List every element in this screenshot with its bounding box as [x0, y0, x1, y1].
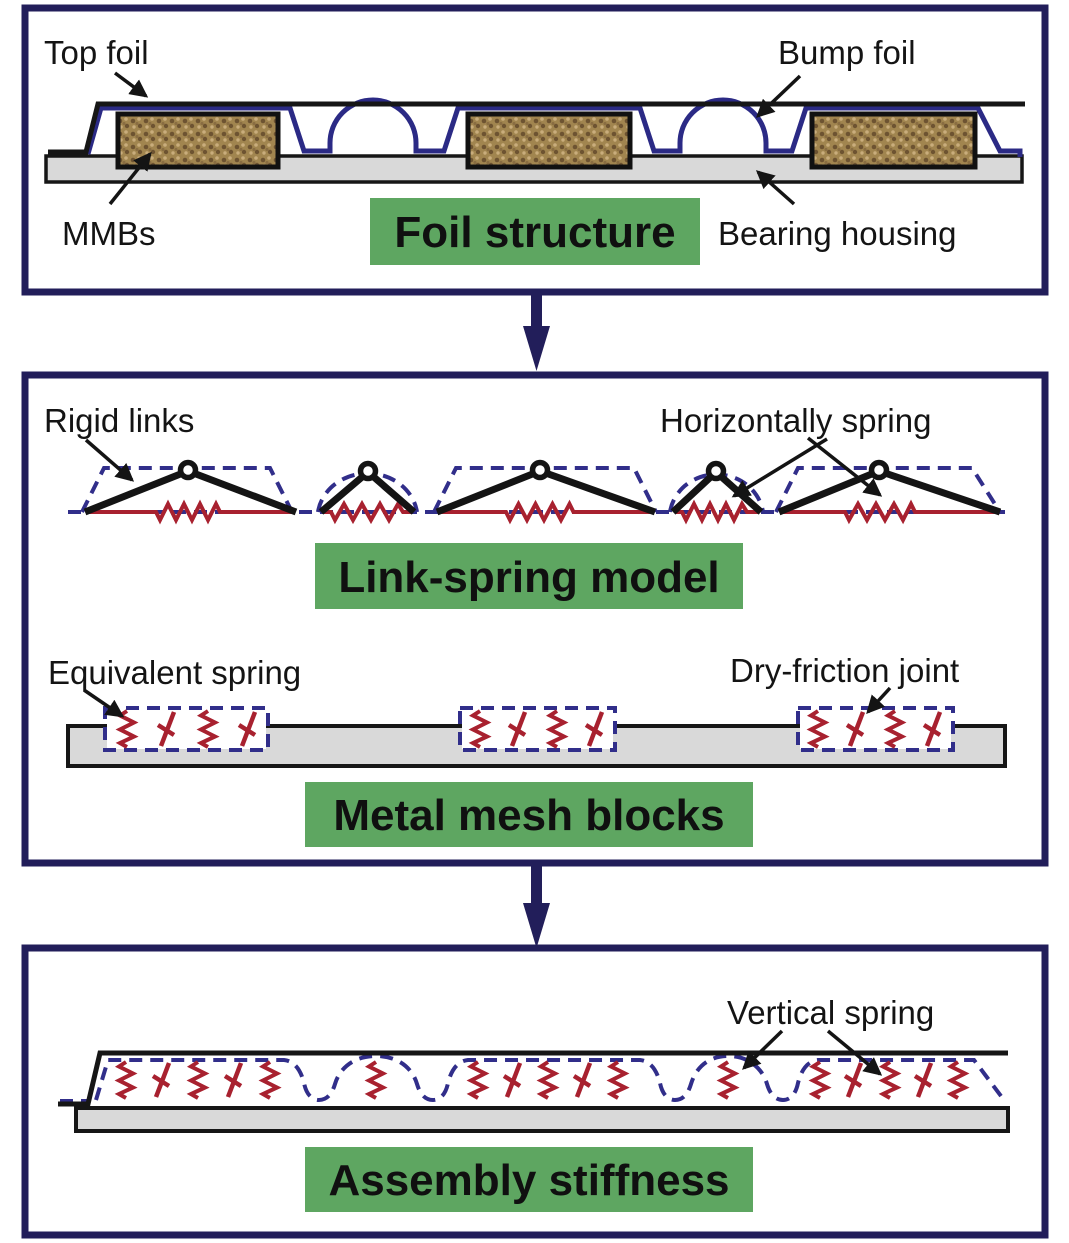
horizontal-spring	[675, 499, 759, 525]
horizontal-spring	[440, 499, 652, 525]
panel-link-spring-model	[21, 371, 1049, 867]
dry-friction-joint-label: Dry-friction joint	[730, 652, 959, 689]
vertical-spring-pointer-arrow-icon	[826, 1029, 883, 1076]
assembly-top-foil-line	[58, 1050, 1008, 1107]
foil-structure-banner-label: Foil structure	[394, 208, 675, 257]
dashed-foil-outline	[94, 1053, 1006, 1103]
pivot-joint-icon	[868, 459, 890, 481]
mmb-block	[809, 111, 978, 170]
dashed-mesh-box	[458, 706, 617, 752]
bearing-housing-pointer-arrow-icon	[755, 170, 796, 206]
link-spring-drawing	[68, 459, 1008, 525]
horizontally-spring-pointer-arrow-icon	[731, 437, 828, 498]
assembly-stiffness-drawing	[58, 1050, 1010, 1133]
mmb-block	[465, 111, 633, 170]
horizontal-spring	[781, 499, 999, 525]
bump-foil-line	[85, 97, 1023, 157]
pivot-joint-icon	[357, 460, 379, 482]
pivot-joint-icon	[529, 459, 551, 481]
metal-mesh-banner	[305, 782, 753, 847]
rigid-links-pointer-arrow-icon	[84, 438, 135, 482]
equivalent-spring-pointer-arrow-icon	[83, 688, 125, 718]
metal-mesh-drawing	[66, 706, 1007, 768]
pivot-joint-icon	[177, 459, 199, 481]
bump-foil-pointer-arrow-icon	[756, 74, 802, 118]
mmbs-pointer-arrow-icon	[108, 151, 152, 206]
horizontally-spring-label: Horizontally spring	[660, 402, 931, 439]
dashed-mesh-box	[796, 706, 955, 752]
link-spring-banner	[315, 543, 743, 609]
top-foil-label: Top foil	[44, 34, 149, 71]
assembly-stiffness-banner-label: Assembly stiffness	[328, 1156, 729, 1205]
assembly-stiffness-banner	[305, 1147, 753, 1212]
horizontally-spring-pointer-arrow-icon	[806, 436, 883, 497]
pivot-joint-icon	[705, 460, 727, 482]
vertical-spring-label: Vertical spring	[727, 994, 934, 1031]
flow-down-arrow-icon	[523, 864, 550, 948]
foil-structure-banner	[370, 198, 700, 265]
dry-friction-joint-pointer-arrow-icon	[866, 686, 892, 715]
foil-structure-drawing	[44, 97, 1025, 184]
dashed-mesh-box	[103, 706, 270, 752]
link-spring-banner-label: Link-spring model	[338, 553, 719, 602]
bearing-housing-label: Bearing housing	[718, 215, 957, 252]
metal-mesh-banner-label: Metal mesh blocks	[333, 791, 724, 840]
rigid-links-label: Rigid links	[44, 402, 194, 439]
assembly-base-bar	[74, 1106, 1010, 1133]
bump-foil-label: Bump foil	[778, 34, 916, 71]
vertical-spring-pointer-arrow-icon	[742, 1029, 784, 1070]
flow-down-arrow-icon	[523, 292, 550, 371]
top-foil-line	[48, 101, 1025, 155]
horizontal-spring	[88, 499, 295, 525]
horizontal-spring	[323, 499, 412, 525]
top-foil-pointer-arrow-icon	[113, 71, 149, 98]
mmb-block	[115, 111, 281, 170]
equivalent-spring-label: Equivalent spring	[48, 654, 301, 691]
mmbs-label: MMBs	[62, 215, 156, 252]
